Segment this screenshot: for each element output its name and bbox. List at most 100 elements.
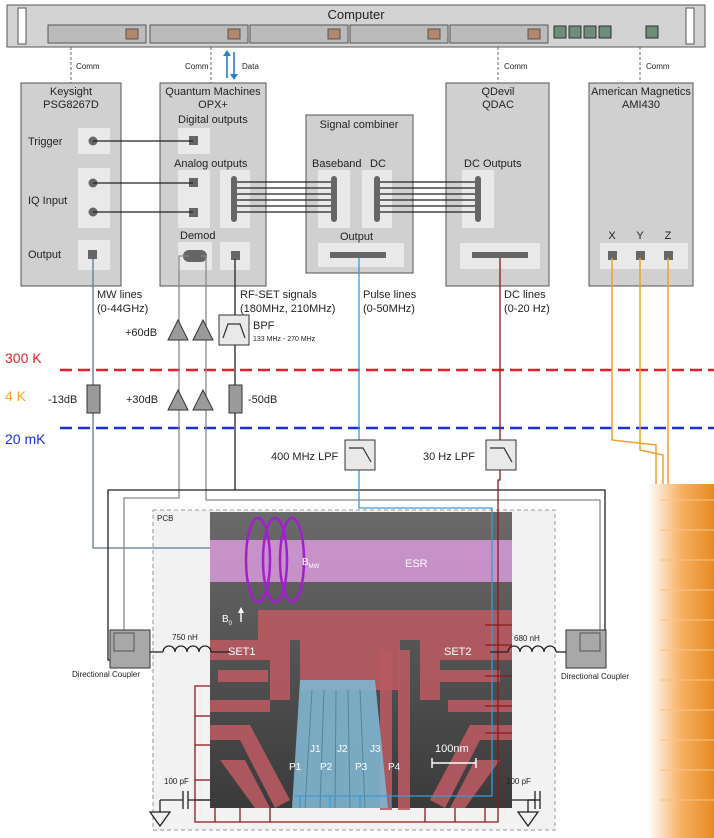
amplifiers — [167, 318, 214, 411]
j1-label: J1 — [310, 744, 321, 755]
mw-lines-label: MW lines — [97, 289, 143, 301]
capacitor-left-icon — [148, 791, 210, 828]
attenuator-13db — [86, 384, 101, 414]
bpf-range-label: 133 MHz - 270 MHz — [253, 336, 316, 343]
bpf-filter-icon — [218, 314, 250, 346]
pcb-label: PCB — [157, 514, 173, 523]
opx-instrument: Quantum Machines OPX+ Digital outputs An… — [159, 82, 267, 287]
keysight-psg: Keysight PSG8267D Trigger IQ Input Outpu… — [20, 82, 122, 287]
opx-model: OPX+ — [198, 99, 228, 111]
opx-vendor: Quantum Machines — [165, 86, 261, 98]
bmw-label: BMW — [302, 557, 320, 570]
esr-label: ESR — [405, 558, 428, 570]
rfset-range-label: (180MHz, 210MHz) — [240, 303, 335, 315]
ami-vendor: American Magnetics — [591, 86, 691, 98]
dc-lines — [194, 258, 512, 823]
computer: Computer — [6, 4, 706, 48]
dc-lines-label: DC lines — [504, 289, 546, 301]
j2-label: J2 — [337, 744, 348, 755]
capacitor-left-label: 100 pF — [164, 777, 189, 786]
coupler-left — [109, 629, 151, 669]
comm-label-3: Comm — [504, 62, 528, 71]
opx-analog-label: Analog outputs — [174, 158, 248, 170]
keysight-trigger-label: Trigger — [28, 136, 63, 148]
sem-device-image: ESR BMW B0 SET1 SET2 J1 J2 J3 P1 P2 P3 P… — [210, 512, 512, 810]
ami-model: AMI430 — [622, 99, 660, 111]
set1-label: SET1 — [228, 646, 256, 658]
keysight-iq-label: IQ Input — [28, 195, 67, 207]
combiner-dc-label: DC — [370, 158, 386, 170]
coupler-right — [565, 629, 607, 669]
lpf-400mhz-icon — [344, 439, 376, 471]
capacitor-right-icon — [512, 791, 541, 828]
p4-label: P4 — [388, 762, 401, 773]
amp-60db-label: +60dB — [125, 327, 157, 339]
ami430: American Magnetics AMI430 X Y Z — [588, 82, 694, 287]
combiner-output-label: Output — [340, 231, 373, 243]
stage-300k-label: 300 K — [5, 350, 42, 366]
inductor-left-icon — [150, 645, 230, 653]
mw-line — [92, 259, 210, 549]
magnet-lines — [611, 258, 669, 490]
j3-label: J3 — [370, 744, 381, 755]
pulse-lines-label: Pulse lines — [363, 289, 417, 301]
bpf-label: BPF — [253, 320, 275, 332]
qdac-model: QDAC — [482, 99, 514, 111]
coupler-left-label: Directional Coupler — [72, 670, 140, 679]
ami-z-label: Z — [665, 230, 672, 242]
attenuator-50db — [228, 384, 243, 414]
p3-label: P3 — [355, 762, 368, 773]
ami-y-label: Y — [636, 230, 644, 242]
qdac: QDevil QDAC DC Outputs — [445, 82, 550, 287]
capacitor-right-label: 100 pF — [506, 777, 531, 786]
bmw-coil-icon — [244, 516, 306, 604]
opx-digital-label: Digital outputs — [178, 114, 248, 126]
opx-demod-label: Demod — [180, 230, 215, 242]
lpf-30hz-icon — [485, 439, 517, 471]
stage-4k-label: 4 K — [5, 388, 27, 404]
mw-range-label: (0-44GHz) — [97, 303, 148, 315]
b0-arrow-icon — [238, 607, 244, 622]
inductor-left-label: 750 nH — [172, 633, 198, 642]
magnet-coil-icon — [648, 484, 714, 838]
combiner-name: Signal combiner — [320, 119, 399, 131]
esr-antenna — [210, 540, 512, 582]
data-label: Data — [242, 62, 259, 71]
combiner-baseband-label: Baseband — [312, 158, 362, 170]
coupler-right-label: Directional Coupler — [561, 672, 629, 681]
comm-label-4: Comm — [646, 62, 670, 71]
ami-x-label: X — [608, 230, 616, 242]
rfset-label: RF-SET signals — [240, 289, 317, 301]
scale-bar-label: 100nm — [435, 743, 469, 755]
amp-30db-label: +30dB — [126, 394, 158, 406]
inductor-right-icon — [490, 645, 566, 653]
lpf-400-label: 400 MHz LPF — [271, 451, 339, 463]
dc-range-label: (0-20 Hz) — [504, 303, 550, 315]
comm-links — [70, 47, 641, 83]
computer-title: Computer — [327, 7, 385, 22]
scale-bar — [431, 758, 477, 768]
inductor-right-label: 680 nH — [514, 634, 540, 643]
qdac-vendor: QDevil — [481, 86, 514, 98]
set2-label: SET2 — [444, 646, 472, 658]
comm-label-2: Comm — [185, 62, 209, 71]
coil-windings — [660, 499, 714, 801]
instrument-wires — [93, 140, 475, 213]
set2-gate — [420, 640, 512, 700]
p2-label: P2 — [320, 762, 333, 773]
keysight-model: PSG8267D — [43, 99, 99, 111]
keysight-name: Keysight — [50, 86, 92, 98]
set1-gate — [210, 640, 290, 700]
keysight-output-label: Output — [28, 249, 61, 261]
p1-label: P1 — [289, 762, 302, 773]
lpf-30-label: 30 Hz LPF — [423, 451, 475, 463]
stage-20mk-label: 20 mK — [5, 431, 46, 447]
att-13db-label: -13dB — [48, 394, 77, 406]
data-arrow-icon — [223, 50, 238, 80]
pulse-range-label: (0-50MHz) — [363, 303, 415, 315]
comm-label-1: Comm — [76, 62, 100, 71]
qdac-dc-outputs-label: DC Outputs — [464, 158, 522, 170]
att-50db-label: -50dB — [248, 394, 277, 406]
temperature-stages — [60, 368, 714, 430]
